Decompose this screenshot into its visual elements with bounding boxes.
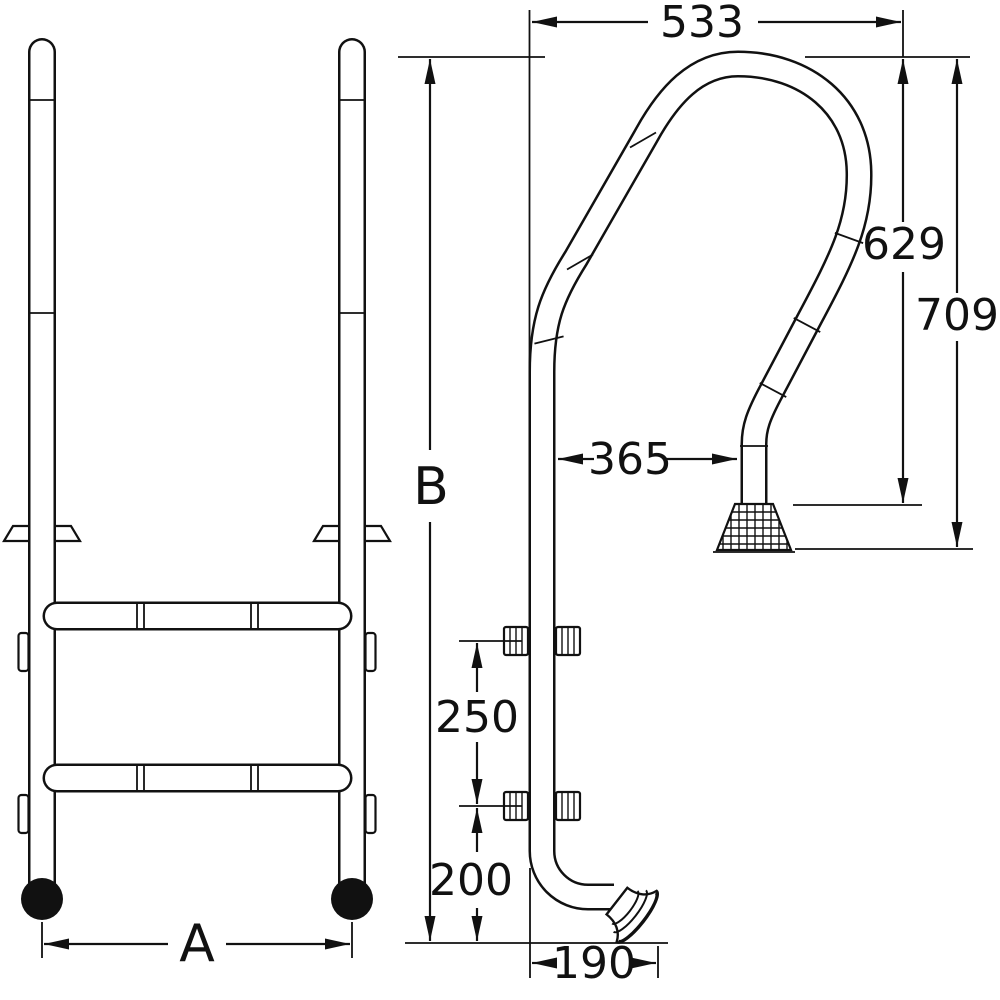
step-upper (42, 601, 353, 631)
foot-left (21, 878, 63, 920)
base-offset-label: 190 (552, 938, 636, 989)
lower-anchor-height-label: 200 (429, 855, 513, 906)
floor-flange (604, 886, 659, 944)
rail-joint-marks (29, 99, 365, 314)
dimension-overall-height: B (413, 59, 449, 941)
dimension-rail-offset: 365 (558, 434, 737, 485)
foot-right (331, 878, 373, 920)
dimension-overall-drop: 709 (915, 59, 999, 547)
anchor-spacing-label: 250 (435, 692, 519, 743)
dimension-handrail-height: 629 (862, 59, 946, 503)
side-view: 533 629 709 365 B (398, 0, 999, 989)
dimension-base-offset: 190 (532, 938, 656, 989)
step-lugs (17, 631, 377, 835)
deck-escutcheon (713, 502, 795, 553)
front-view: A (2, 38, 392, 974)
top-width-label: 533 (660, 0, 744, 48)
overall-drop-label: 709 (915, 290, 999, 341)
handrail (531, 52, 871, 908)
handrail-joint-marks (534, 131, 864, 447)
handrail-height-label: 629 (862, 219, 946, 270)
dimension-lower-anchor-height: 200 (429, 808, 513, 941)
overall-height-label: B (413, 457, 449, 517)
dimension-anchor-spacing: 250 (435, 640, 522, 807)
step-lower (42, 763, 353, 793)
extension-lines (398, 10, 973, 978)
dimension-top-width: 533 (532, 0, 901, 48)
ladder-width-label: A (179, 914, 215, 974)
dimension-ladder-width: A (41, 914, 353, 974)
rail-offset-label: 365 (588, 434, 672, 485)
